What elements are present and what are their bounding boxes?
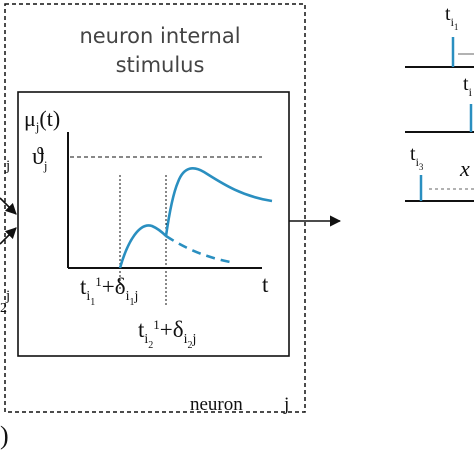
- spike-label-3: ti3: [410, 143, 424, 172]
- left-input-arrow-1: [0, 197, 17, 215]
- x-axis-label: t: [262, 272, 269, 297]
- left-input-label-top: j: [5, 158, 10, 174]
- box-title-line1: neuron internal: [79, 24, 240, 48]
- left-input-label-mid: 2: [0, 301, 7, 316]
- stimulus-plot-box: [17, 91, 290, 357]
- psp-curve-1: [118, 224, 167, 269]
- left-input-arrow-2: [0, 227, 17, 245]
- psp-curve-2: [164, 167, 273, 237]
- box-title-line2: stimulus: [116, 53, 205, 77]
- neuron-label: neuron: [190, 394, 243, 415]
- threshold-label: ϑj: [32, 144, 48, 173]
- tick-label-1: ti11+δi1j: [80, 274, 138, 308]
- spike-label-1: ti1: [445, 3, 458, 32]
- spike-label-2: ti: [463, 73, 473, 99]
- neuron-index: j: [283, 394, 289, 415]
- psp-curve-1-decay: [165, 234, 231, 264]
- tick-label-2: ti21+δi2j: [138, 317, 196, 351]
- y-axis-label: μj(t): [24, 106, 60, 134]
- left-panel-letter: ): [0, 421, 9, 450]
- left-input-label-bottom: j: [5, 288, 10, 304]
- right-x-letter: x: [459, 156, 470, 181]
